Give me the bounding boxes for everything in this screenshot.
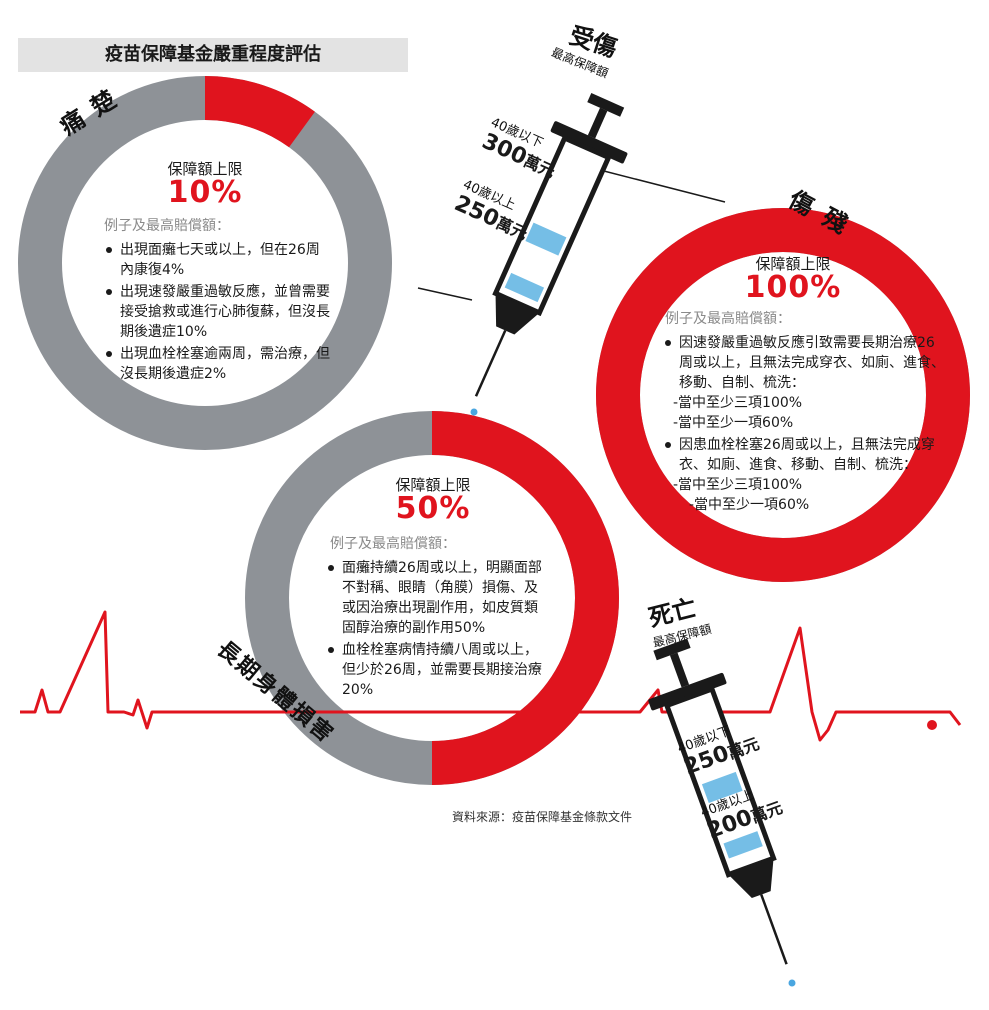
limit-value: 50% [395, 491, 471, 526]
list-item: 出現面癱七天或以上，但在26周內康復4% [104, 240, 332, 280]
example-list: 因速發嚴重過敏反應引致需要長期治療26周或以上，且無法完成穿衣、如廁、進食、移動… [663, 333, 948, 517]
examples-heading: 例子及最高賠償額： [665, 311, 791, 327]
list-item-text: 因速發嚴重過敏反應引致需要長期治療26周或以上，且無法完成穿衣、如廁、進食、移動… [679, 335, 945, 391]
source-note: 資料來源：疫苗保障基金條款文件 [452, 810, 633, 824]
limit-value: 100% [744, 270, 842, 305]
rings-layer [18, 76, 970, 785]
example-list: 出現面癱七天或以上，但在26周內康復4% 出現速發嚴重過敏反應，並曾需要接受搶救… [104, 240, 332, 386]
heartbeat-line [20, 610, 962, 742]
ring-limit-slice [431, 411, 619, 785]
syringe-icon [470, 92, 628, 416]
page-title: 疫苗保障基金嚴重程度評估 [105, 44, 321, 65]
list-item: 面癱持續26周或以上，明顯面部不對稱、眼睛（角膜）損傷、及或因治療出現副作用，如… [326, 558, 548, 638]
examples-heading: 例子及最高賠償額： [330, 536, 456, 552]
connector-line [417, 287, 473, 301]
title-bar [18, 38, 408, 72]
limit-label: 保障額上限 [167, 160, 243, 178]
sub-item: -當中至少一項60% [689, 497, 810, 513]
limit-label: 保障額上限 [755, 255, 831, 273]
examples-heading: 例子及最高賠償額： [104, 218, 230, 234]
example-list: 面癱持續26周或以上，明顯面部不對稱、眼睛（角膜）損傷、及或因治療出現副作用，如… [326, 558, 548, 702]
list-item: 出現血栓栓塞逾兩周，需治療，但沒長期後遺症2% [104, 344, 332, 384]
sub-item: -當中至少三項100% [673, 395, 803, 411]
heartbeat-end-dot [927, 720, 937, 730]
sub-item: -當中至少一項60% [673, 415, 794, 431]
ring-limit-slice [204, 76, 315, 148]
connector-line [599, 169, 726, 203]
syringe-injury: 受傷 最高保障額 40歲以下 300萬元 40歲以上 250萬元 [450, 20, 630, 420]
list-item: 血栓栓塞病情持續八周或以上，但少於26周，並需要長期接治療20% [326, 640, 548, 700]
sub-item: -當中至少三項100% [673, 477, 803, 493]
list-item-text: 因患血栓栓塞26周或以上，且無法完成穿衣、如廁、進食、移動、自制、梳洗： [679, 437, 935, 473]
ring-limit-slice [596, 208, 970, 582]
syringe-death: 死亡 最高保障額 40歲以下 250萬元 40歲以上 200萬元 [640, 593, 810, 995]
limit-label: 保障額上限 [395, 476, 471, 494]
list-item: 出現速發嚴重過敏反應，並曾需要接受搶救或進行心肺復蘇，但沒長期後遺症10% [104, 282, 332, 342]
limit-value: 10% [167, 175, 243, 210]
list-item: 因速發嚴重過敏反應引致需要長期治療26周或以上，且無法完成穿衣、如廁、進食、移動… [663, 333, 948, 433]
list-item: 因患血栓栓塞26周或以上，且無法完成穿衣、如廁、進食、移動、自制、梳洗： -當中… [663, 435, 948, 515]
syringe-icon [648, 638, 796, 987]
